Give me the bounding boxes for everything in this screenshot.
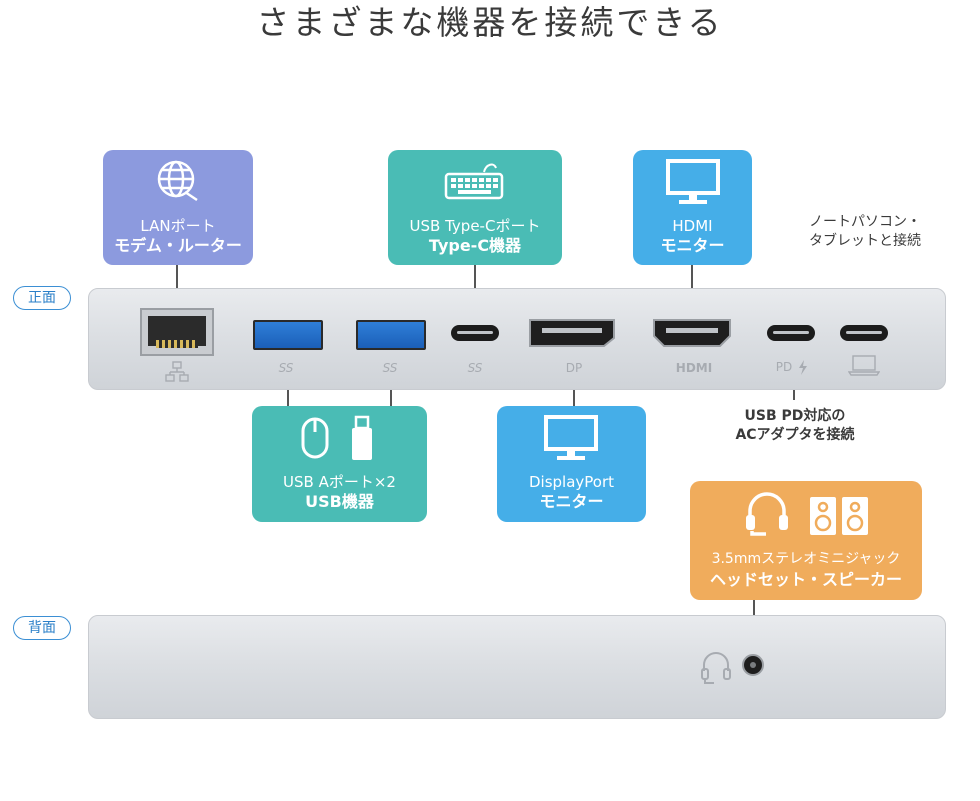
pd-caption-line2: ACアダプタを接続: [735, 427, 855, 443]
hdmi-card-line2: モニター: [660, 236, 725, 255]
laptop-caption-line2: タブレットと接続: [809, 233, 921, 249]
page-title: さまざまな機器を接続できる: [256, 3, 724, 42]
dp-label: DP: [565, 361, 583, 375]
dock-front-panel: [88, 288, 946, 390]
displayport-port: [529, 319, 615, 347]
lan-port: [140, 308, 214, 356]
lan-card: LANポート モデム・ルーター: [103, 150, 253, 265]
lightning-icon: [799, 360, 807, 375]
laptop-caption: ノートパソコン・ タブレットと接続: [800, 213, 930, 251]
connector-line-lan: [176, 265, 178, 310]
headset-icon: [701, 652, 731, 684]
front-label: 正面: [13, 286, 71, 310]
pd-caption-line1: USB PD対応の: [744, 408, 846, 424]
network-icon: [165, 361, 189, 382]
mouse-icon: [301, 417, 329, 459]
lan-card-line2: モデム・ルーター: [114, 236, 242, 255]
typec-card-line2: Type-C機器: [428, 236, 522, 255]
dp-card-line2: モニター: [539, 492, 604, 511]
pd-caption: USB PD対応の ACアダプタを接続: [715, 407, 875, 445]
pd-label: PD: [775, 360, 793, 374]
audio-card-line1: 3.5mmステレオミニジャック: [711, 551, 901, 567]
usb-a-port-2: [356, 320, 426, 350]
usb-c-port: [451, 325, 499, 341]
usb-c-pd-port: [767, 325, 815, 341]
laptop-icon: [848, 355, 880, 376]
usb-stick-icon: [352, 415, 372, 460]
usba-card-line2: USB機器: [305, 492, 374, 511]
hdmi-card-line1: HDMI: [672, 217, 713, 235]
laptop-caption-line1: ノートパソコン・: [809, 214, 921, 230]
back-label: 背面: [13, 616, 71, 640]
dp-card-line1: DisplayPort: [528, 473, 615, 491]
usba-card-line1: USB Aポート×2: [283, 473, 396, 491]
hdmi-port: [653, 319, 731, 347]
typec-card-line1: USB Type-Cポート: [409, 217, 541, 235]
hdmi-port-label: HDMI: [675, 361, 713, 375]
audio-card-line2: ヘッドセット・スピーカー: [709, 570, 902, 589]
audio-card: 3.5mmステレオミニジャック ヘッドセット・スピーカー: [690, 481, 922, 600]
audio-jack: [742, 654, 764, 676]
ss-label-1: SS: [278, 361, 294, 375]
ss-label-2: SS: [382, 361, 398, 375]
hdmi-card: HDMI モニター: [633, 150, 752, 265]
dp-card: DisplayPort モニター: [497, 406, 646, 522]
speakers-icon: [810, 497, 868, 535]
dock-back-panel: [88, 615, 946, 719]
typec-card: USB Type-Cポート Type-C機器: [388, 150, 562, 265]
monitor-icon: [544, 415, 598, 460]
monitor-icon: [666, 159, 720, 204]
keyboard-icon: [444, 163, 504, 200]
headset-icon: [746, 492, 788, 536]
usba-card: USB Aポート×2 USB機器: [252, 406, 427, 522]
usb-a-port-1: [253, 320, 323, 350]
globe-icon: [157, 160, 198, 202]
lan-card-line1: LANポート: [140, 217, 216, 235]
ss-label-3: SS: [467, 361, 483, 375]
usb-c-host-port: [840, 325, 888, 341]
